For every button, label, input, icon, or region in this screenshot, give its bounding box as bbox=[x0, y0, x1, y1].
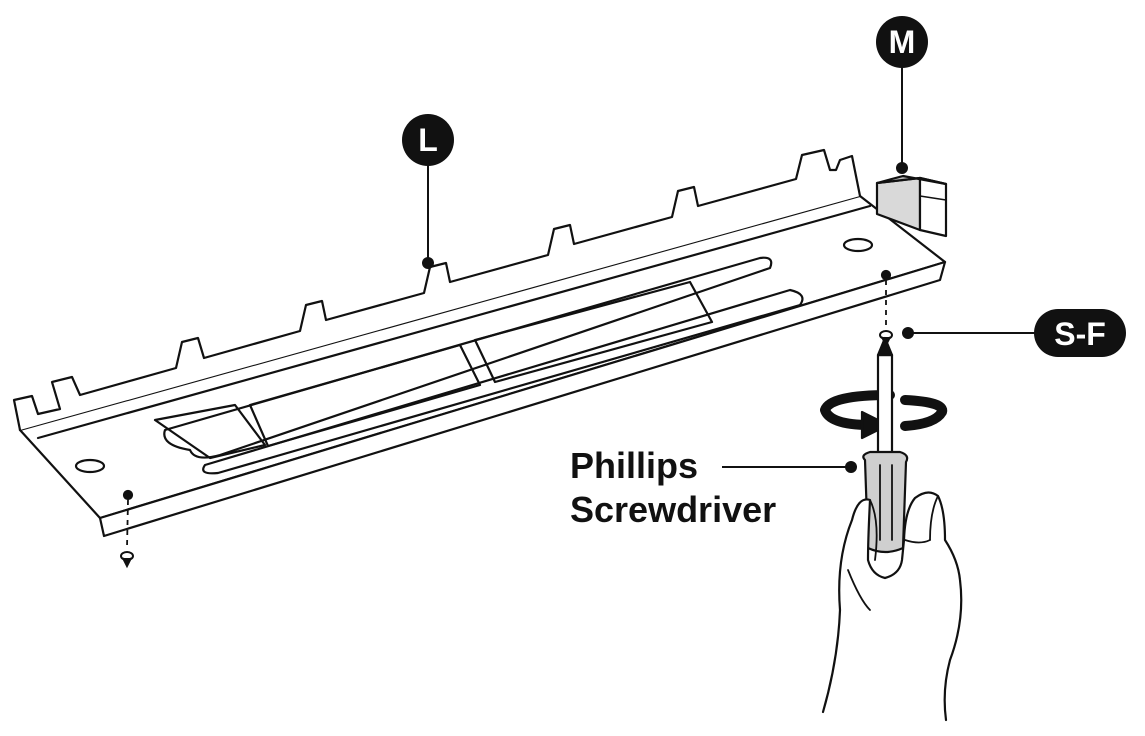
tray-window-3 bbox=[153, 403, 267, 460]
part-letter-L: L bbox=[418, 122, 438, 158]
tray-hole-right bbox=[842, 237, 874, 253]
tray-screw-right bbox=[880, 269, 892, 281]
tray-back-wall bbox=[12, 148, 862, 432]
screwdriver-shaft bbox=[876, 353, 894, 462]
tray-hole-left bbox=[74, 458, 106, 474]
hand bbox=[821, 491, 963, 722]
guide-line-left bbox=[126, 499, 129, 549]
tray-slot-lower bbox=[202, 288, 804, 475]
part-label-L: L bbox=[402, 114, 454, 166]
screw-icon bbox=[120, 551, 134, 569]
end-bracket bbox=[875, 174, 948, 238]
tool-label-line1: Phillips bbox=[570, 445, 698, 486]
loose-screws bbox=[120, 330, 893, 569]
bracket-side bbox=[918, 176, 948, 238]
tray-front-lip bbox=[98, 260, 947, 538]
cable-tray bbox=[12, 148, 947, 538]
screw-guide-lines bbox=[126, 280, 887, 549]
tray-window-1 bbox=[248, 343, 482, 448]
part-letter-SF: S-F bbox=[1054, 316, 1106, 352]
part-label-M: M bbox=[876, 16, 928, 68]
hand-with-screwdriver bbox=[820, 336, 963, 722]
tray-window-2 bbox=[473, 280, 714, 384]
callout-lines bbox=[427, 62, 1036, 468]
tray-slot bbox=[163, 256, 773, 459]
part-letter-M: M bbox=[889, 24, 916, 60]
callout-dots bbox=[422, 162, 914, 473]
part-label-SF: S-F bbox=[1034, 309, 1126, 357]
screwdriver-handle bbox=[862, 450, 909, 554]
bracket-top bbox=[875, 174, 948, 186]
tray-fold-line bbox=[36, 204, 872, 440]
tool-label-line2: Screwdriver bbox=[570, 489, 776, 530]
tray-screw-left bbox=[122, 489, 134, 501]
rotation-arrow-icon bbox=[820, 390, 948, 440]
